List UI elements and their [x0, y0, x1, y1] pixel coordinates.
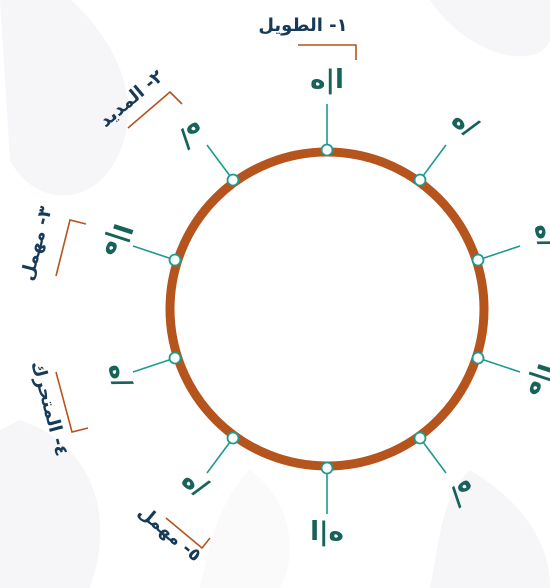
node-4 — [473, 353, 484, 364]
node-2 — [415, 175, 426, 186]
spoke-3 — [478, 246, 520, 260]
label-muhmal-3: ٣- مهمل — [17, 204, 57, 283]
symbol-10: ه/ — [172, 115, 210, 154]
node-8 — [170, 353, 181, 364]
symbol-7: ه/ — [176, 464, 214, 503]
symbol-3: ه/ — [528, 219, 550, 252]
spoke-10 — [207, 145, 233, 180]
symbol-6: ه|ا — [310, 517, 344, 547]
node-1 — [322, 145, 333, 156]
circle-ring — [170, 152, 484, 466]
symbol-8: ه/ — [102, 359, 138, 392]
symbol-9: ه|ا — [98, 220, 137, 261]
symbol-1: ا|ه — [310, 65, 344, 95]
spoke-4 — [478, 358, 520, 372]
symbol-2: ه/ — [446, 104, 484, 143]
node-9 — [170, 255, 181, 266]
spokes — [133, 104, 520, 514]
node-5 — [415, 433, 426, 444]
spoke-7 — [207, 438, 233, 473]
spoke-8 — [133, 358, 175, 372]
spoke-2 — [420, 145, 446, 180]
symbol-4: ه|ا — [522, 360, 550, 401]
node-6 — [322, 463, 333, 474]
label-taweel: ١- الطويل — [258, 15, 347, 36]
spoke-9 — [133, 246, 175, 260]
leader-3 — [56, 220, 86, 276]
label-muhmal-5: ٥- مهمل — [134, 501, 206, 566]
node-3 — [473, 255, 484, 266]
node-7 — [228, 433, 239, 444]
node-10 — [228, 175, 239, 186]
spoke-5 — [420, 438, 446, 473]
leader-1 — [298, 45, 356, 60]
